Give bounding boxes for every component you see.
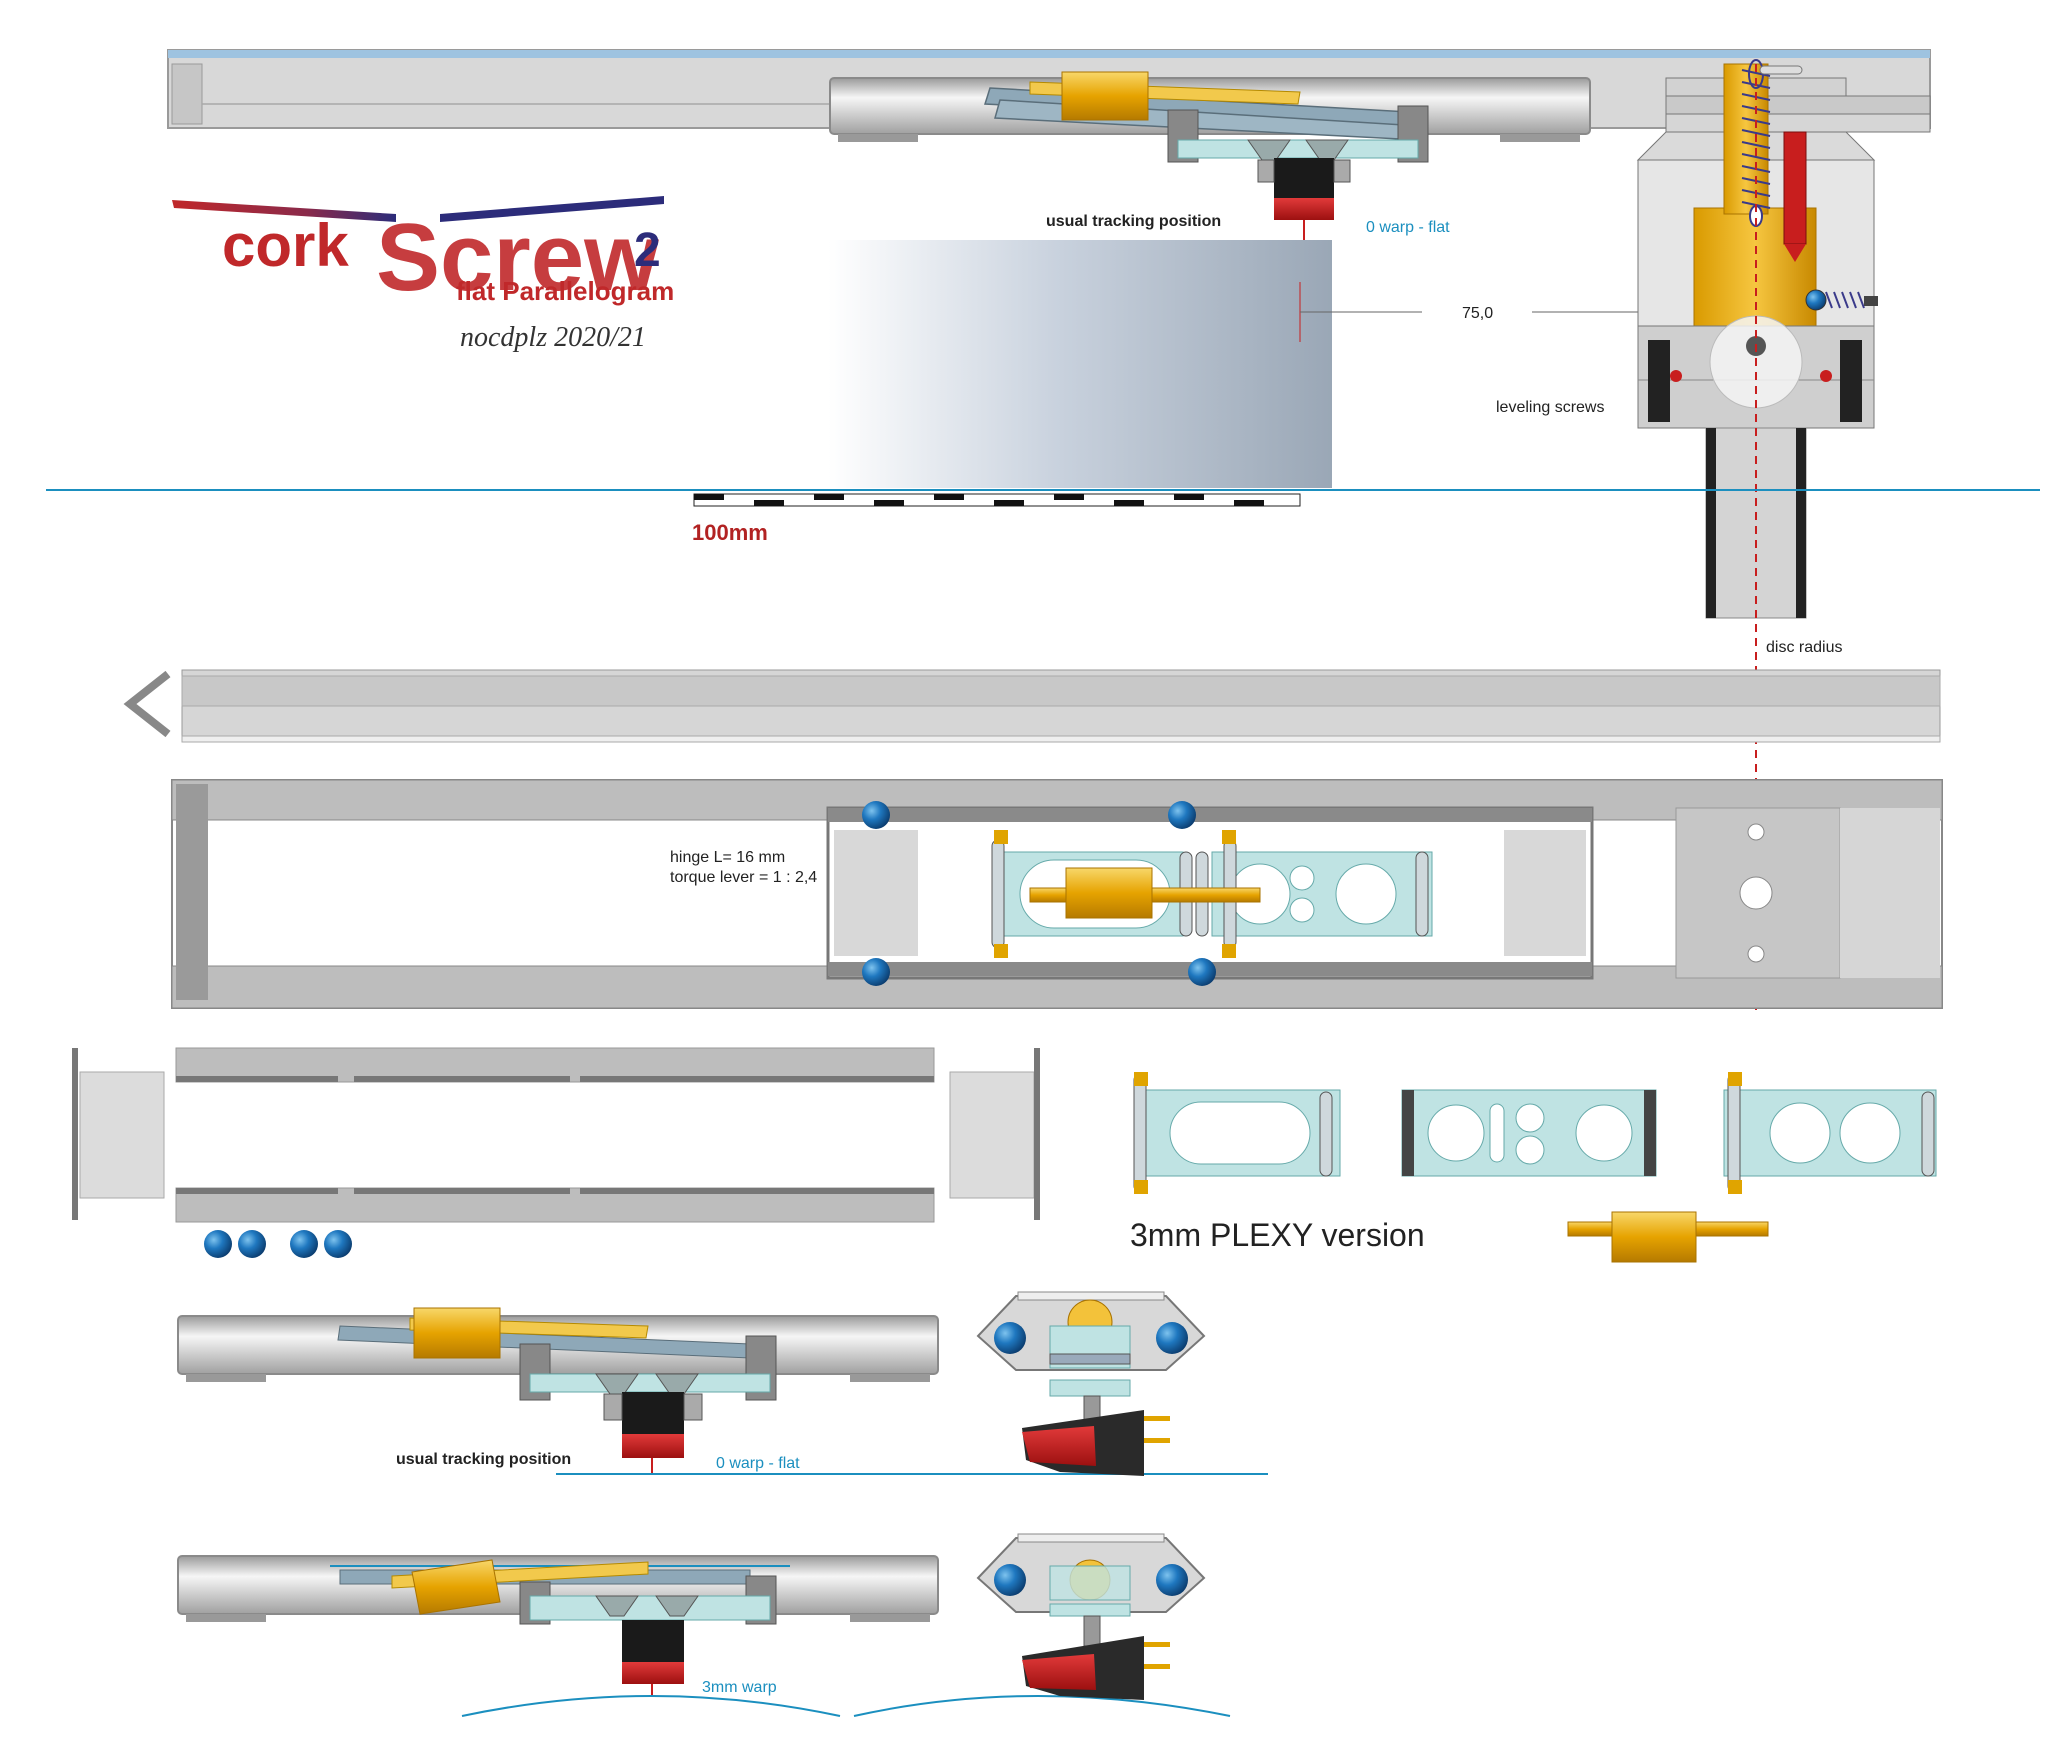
ball-bearing <box>862 801 890 829</box>
leveling-screw-left <box>1648 340 1670 422</box>
plexy-parts: 3mm PLEXY version <box>1130 1072 1937 1263</box>
counterweight-part <box>1611 1211 1697 1263</box>
plexy-version-label: 3mm PLEXY version <box>1130 1217 1425 1253</box>
rail-end-cap <box>171 63 203 125</box>
spindle <box>1723 63 1769 215</box>
tracking-label-top: usual tracking position <box>1046 213 1221 230</box>
exploded-rail <box>72 1047 1040 1258</box>
logo-signature: nocdplz 2020/21 <box>460 322 646 353</box>
warped-record-curve <box>461 1695 841 1717</box>
ball-bearing <box>1168 801 1196 829</box>
end-view-flat <box>976 1291 1206 1476</box>
counterweight-plan <box>1065 867 1153 919</box>
counterweight <box>1061 71 1149 121</box>
chevron-left-icon <box>123 670 171 738</box>
side-view-warp: 3mm warp <box>177 1555 1231 1717</box>
warp-label-flat: 0 warp - flat <box>716 1455 800 1472</box>
plexy-plate <box>1177 139 1419 159</box>
leveling-screw-right <box>1840 340 1862 422</box>
logo-word-part2: Screw <box>376 204 659 311</box>
leveling-label: leveling screws <box>1496 399 1604 416</box>
scale-bar <box>693 493 1301 507</box>
warp-label-3mm: 3mm warp <box>702 1679 777 1696</box>
rail-strip <box>123 669 1941 743</box>
torque-lever-label: torque lever = 1 : 2,4 <box>670 869 817 886</box>
warped-record-curve-end <box>853 1695 1231 1717</box>
tracking-label-flat: usual tracking position <box>396 1451 571 1468</box>
logo-subtitle: flat Parallelogram <box>456 276 674 306</box>
rail-top-edge <box>168 50 1930 58</box>
logo-word-part1: cork <box>222 212 349 279</box>
disc-radius-label: disc radius <box>1766 639 1842 656</box>
logo-swoosh-right <box>440 196 664 222</box>
vta-rod <box>1783 131 1807 245</box>
dimension-value: 75,0 <box>1462 305 1493 322</box>
ball-bearing <box>862 958 890 986</box>
logo-swoosh-left <box>172 200 396 222</box>
logo: cork Screw 2 flat Parallelogram nocdplz … <box>172 196 674 353</box>
cartridge-red <box>1274 198 1334 220</box>
warp-label-top: 0 warp - flat <box>1366 219 1450 236</box>
end-view-warp <box>976 1533 1206 1700</box>
logo-version: 2 <box>634 224 661 277</box>
top-side-view: usual tracking position 0 warp - flat 75… <box>167 49 1931 488</box>
plan-view: hinge L= 16 mm torque lever = 1 : 2,4 <box>171 779 1943 1009</box>
scale-label: 100mm <box>692 520 768 545</box>
pivot-ball <box>1805 289 1827 311</box>
ball-bearing <box>1188 958 1216 986</box>
hinge-length-label: hinge L= 16 mm <box>670 849 785 866</box>
record-depiction <box>828 240 1332 488</box>
side-view-flat: usual tracking position 0 warp - flat <box>177 1307 1268 1475</box>
